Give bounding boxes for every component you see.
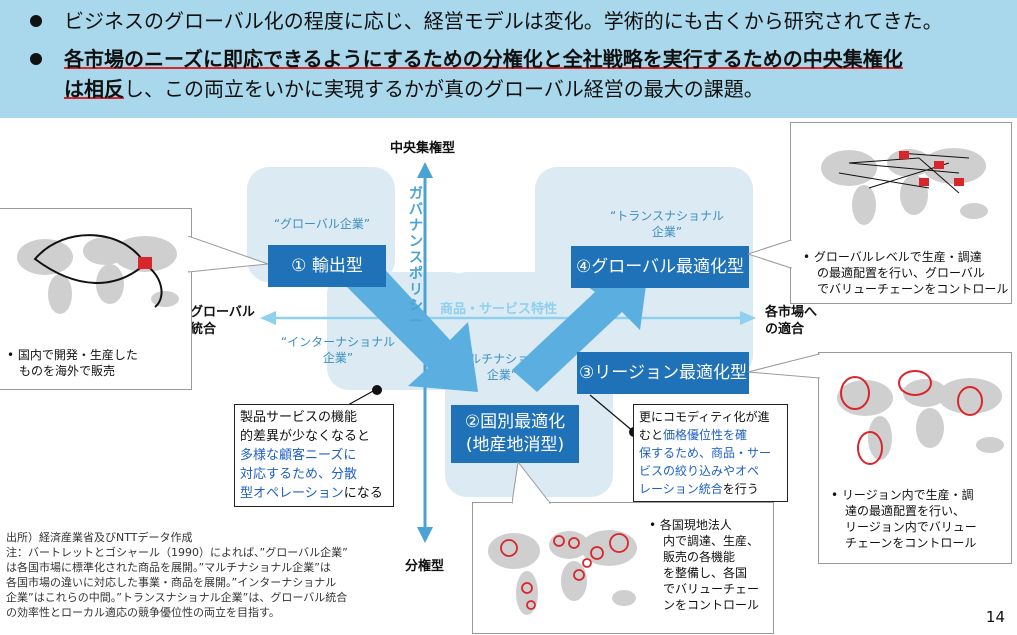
callout-global-line1: グローバルレベルで生産・調達 <box>813 250 982 264</box>
callout-global: • グローバルレベルで生産・調達 の最適配置を行い、グローバル でバリューチェー… <box>790 122 1012 304</box>
world-map-local <box>488 530 637 615</box>
callout-local-line3: 販売の各機能 <box>663 550 736 564</box>
source-line2: 注：バートレットとゴシャール（1990）によれば、”グローバル企業” <box>6 546 348 559</box>
header-band: ビジネスのグローバル化の程度に応じ、経営モデルは変化。学術的にも古くから研究され… <box>0 0 1017 118</box>
note-left-line3: 多様な顧客ニーズに <box>240 448 357 463</box>
callout-regional-line4: チェーンをコントロール <box>845 536 977 550</box>
source-line1: 出所）経済産業省及びNTTデータ作成 <box>6 531 193 544</box>
note-left-line2: 的差異が少なくなると <box>240 429 371 444</box>
axis-arrow-right-icon <box>740 311 756 325</box>
label-transnational-line2: 企業” <box>651 225 683 239</box>
bullet-2-bold-text-2: は相反 <box>64 77 124 101</box>
bullet-1-text: ビジネスのグローバル化の程度に応じ、経営モデルは変化。学術的にも古くから研究され… <box>64 9 943 33</box>
horizontal-axis-name: 商品・サービス特性 <box>440 302 558 317</box>
note-operation-integration: 更にコモディティ化が進 むと価格優位性を確 保するため、商品・サー ビスの絞り込… <box>633 404 788 502</box>
callout-regional-line2: 達の最適配置を行い、 <box>845 504 966 518</box>
callout-regional-text: • リージョン内で生産・調 達の最適配置を行い、 リージョン内でバリュー チェー… <box>831 488 977 550</box>
bullet-dot-icon <box>30 14 42 27</box>
bullet-dot-icon <box>30 52 42 65</box>
bullet-1: ビジネスのグローバル化の程度に応じ、経営モデルは変化。学術的にも古くから研究され… <box>30 6 943 36</box>
note-right-line2a: むと <box>639 428 664 442</box>
callout-local-line4: を整備し、各国 <box>663 566 748 580</box>
connector-dot-icon <box>372 385 382 395</box>
axis-label-right-line2: の適合 <box>765 322 805 337</box>
note-left-line5-rest: になる <box>343 486 383 501</box>
note-right-line1: 更にコモディティ化が進 <box>639 410 770 424</box>
source-line5: 企業”はこれらの中間。”トランスナショナル企業”は、グローバル統合 <box>6 591 348 604</box>
source-notes: 出所）経済産業省及びNTTデータ作成 注：バートレットとゴシャール（1990）に… <box>6 530 376 620</box>
callout-export-text: • 国内で開発・生産した ものを海外で販売 <box>7 348 138 378</box>
world-map-global <box>821 148 988 225</box>
page-number: 14 <box>985 608 1005 626</box>
label-multinational-line2: 企業” <box>486 368 518 382</box>
callout-local: • 各国現地法人 内で調達、生産、 販売の各機能 を整備し、各国 でバリューチェ… <box>472 502 774 634</box>
model-box-local: ②国別最適化 (地産地消型) <box>451 405 579 463</box>
label-international-line1: “インターナショナル <box>280 335 396 349</box>
callout-global-line3: でバリューチェーンをコントロール <box>817 282 1009 296</box>
callout-local-line6: ンをコントロール <box>663 598 760 612</box>
model-local-line2: (地産地消型) <box>465 435 565 455</box>
note-left-line1: 製品サービスの機能 <box>240 410 358 425</box>
axis-label-left-line1: グローバル <box>190 305 255 320</box>
axis-arrow-up-icon <box>417 162 433 178</box>
label-global-enterprise: “グローバル企業” <box>273 217 371 231</box>
axis-label-global-integration: グローバル 統合 <box>190 304 255 338</box>
callout-local-line5: でバリューチェー <box>663 582 760 596</box>
axis-label-centralized: 中央集権型 <box>390 141 456 156</box>
callout-local-line2: 内で調達、生産、 <box>663 534 760 548</box>
model-box-export: ① 輸出型 <box>268 245 386 287</box>
label-transnational-line1: “トランスナショナル <box>610 209 724 223</box>
note-left-line5-blue: 型オペレーション <box>240 486 344 501</box>
bullet-2-cont: は相反し、この両立をいかに実現するかが真のグローバル経営の最大の課題。 <box>64 74 764 104</box>
callout-regional-line3: リージョン内でバリュー <box>845 520 977 534</box>
callout-local-line1: 各国現地法人 <box>659 518 732 532</box>
note-decentralized-operation: 製品サービスの機能 的差異が少なくなると 多様な顧客ニーズに 対応するため、分散… <box>234 404 394 507</box>
note-left-line4: 対応するため、分散 <box>240 467 358 482</box>
label-international-line2: 企業” <box>322 351 354 365</box>
axis-arrow-down-icon <box>417 527 433 543</box>
label-international-enterprise: “インターナショナル 企業” <box>268 334 408 366</box>
axis-label-left-line2: 統合 <box>190 322 217 337</box>
note-right-line3: 保するため、商品・サー <box>639 446 772 460</box>
bullet-2: 各市場のニーズに即応できるようにするための分権化と全社戦略を実行するための中央集… <box>30 44 903 74</box>
vertical-axis-name: ガバナンスポリシー <box>409 186 423 330</box>
model-box-regional: ③リージョン最適化型 <box>577 352 749 394</box>
model-box-global-optimization: ④グローバル最適化型 <box>571 246 749 288</box>
callout-global-text: • グローバルレベルで生産・調達 の最適配置を行い、グローバル でバリューチェー… <box>803 250 1009 296</box>
arrow-export-to-local <box>342 262 478 392</box>
callout-export-line1: 国内で開発・生産した <box>17 348 138 362</box>
note-right-line2b: 価格優位性を確 <box>663 428 748 442</box>
callout-regional-line1: リージョン内で生産・調 <box>841 488 974 502</box>
source-line6: の効率性とローカル適応の競争優位性の両立を目指す。 <box>6 606 280 619</box>
callout-local-text: • 各国現地法人 内で調達、生産、 販売の各機能 を整備し、各国 でバリューチェ… <box>649 518 760 612</box>
arrow-local-to-global <box>512 256 650 392</box>
source-line4: 各国市場の違いに対応した事業・商品を展開。”インターナショナル <box>6 576 337 589</box>
world-map-regional <box>837 370 1004 465</box>
callout-export: • 国内で開発・生産した ものを海外で販売 <box>0 208 192 390</box>
note-right-line4: ビスの絞り込みやオペ <box>639 464 760 478</box>
note-right-line5-rest: を行う <box>722 482 759 496</box>
axis-arrow-left-icon <box>260 311 276 325</box>
axis-label-right-line1: 各市場へ <box>765 305 818 320</box>
world-map-export <box>17 234 179 314</box>
note-right-line5-blue: レーション統合 <box>639 482 723 496</box>
axis-label-local-adaptation: 各市場へ の適合 <box>765 304 817 338</box>
callout-regional: • リージョン内で生産・調 達の最適配置を行い、 リージョン内でバリュー チェー… <box>818 352 1012 564</box>
callout-export-line2: ものを海外で販売 <box>19 364 116 378</box>
bullet-2-rest-text: し、この両立をいかに実現するかが真のグローバル経営の最大の課題。 <box>124 77 764 101</box>
model-local-line1: ②国別最適化 <box>464 412 566 432</box>
callout-global-line2: の最適配置を行い、グローバル <box>817 266 985 280</box>
bullet-2-bold-text: 各市場のニーズに即応できるようにするための分権化と全社戦略を実行するための中央集… <box>64 47 903 71</box>
source-line3: は各国市場に標準化された商品を展開。”マルチナショナル企業”は <box>6 561 331 574</box>
axis-label-decentralized: 分権型 <box>405 559 445 574</box>
label-transnational-enterprise: “トランスナショナル 企業” <box>597 208 737 240</box>
